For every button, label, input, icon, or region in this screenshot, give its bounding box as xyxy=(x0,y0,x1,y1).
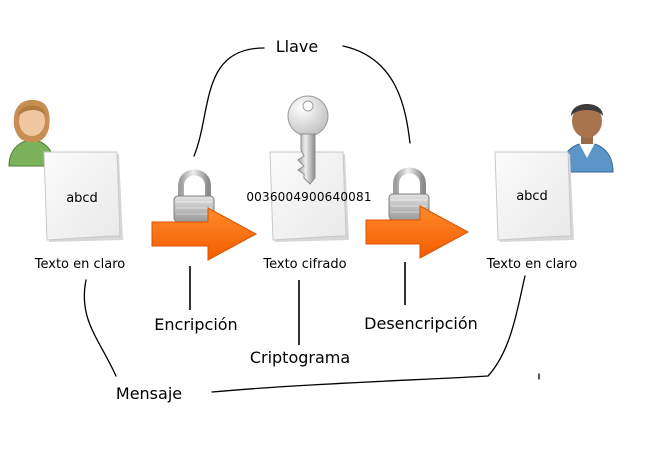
key-to-decryption-curve xyxy=(342,45,411,144)
message-label: Mensaje xyxy=(116,384,182,403)
message-to-right-text-curve xyxy=(211,275,526,393)
cipher-document-text: 0036004900640081 xyxy=(246,190,371,204)
key-label: Llave xyxy=(276,37,318,56)
encryption-arrow-icon xyxy=(151,207,258,261)
plain-right-caption: Texto en claro xyxy=(486,257,578,272)
ciphertext-label: Criptograma xyxy=(250,348,350,367)
plain-left-caption: Texto en claro xyxy=(34,257,126,272)
cipher-document xyxy=(269,151,349,242)
decryption-arrow-icon xyxy=(365,205,470,259)
plain-document-left: abcd xyxy=(43,151,123,242)
message-to-left-text-curve xyxy=(83,279,117,377)
key-to-encryption-curve xyxy=(193,47,265,157)
woman-user-icon xyxy=(8,100,55,167)
man-user-icon xyxy=(560,104,614,173)
plain-document-right: abcd xyxy=(494,151,574,242)
encryption-label: Encripción xyxy=(154,315,237,334)
key-icon xyxy=(287,95,329,185)
cipher-caption: Texto cifrado xyxy=(262,257,346,272)
right-document-text: abcd xyxy=(516,189,548,204)
decryption-label: Desencripción xyxy=(364,314,478,333)
left-document-text: abcd xyxy=(66,191,98,206)
padlock-icon-encryption xyxy=(173,169,215,223)
